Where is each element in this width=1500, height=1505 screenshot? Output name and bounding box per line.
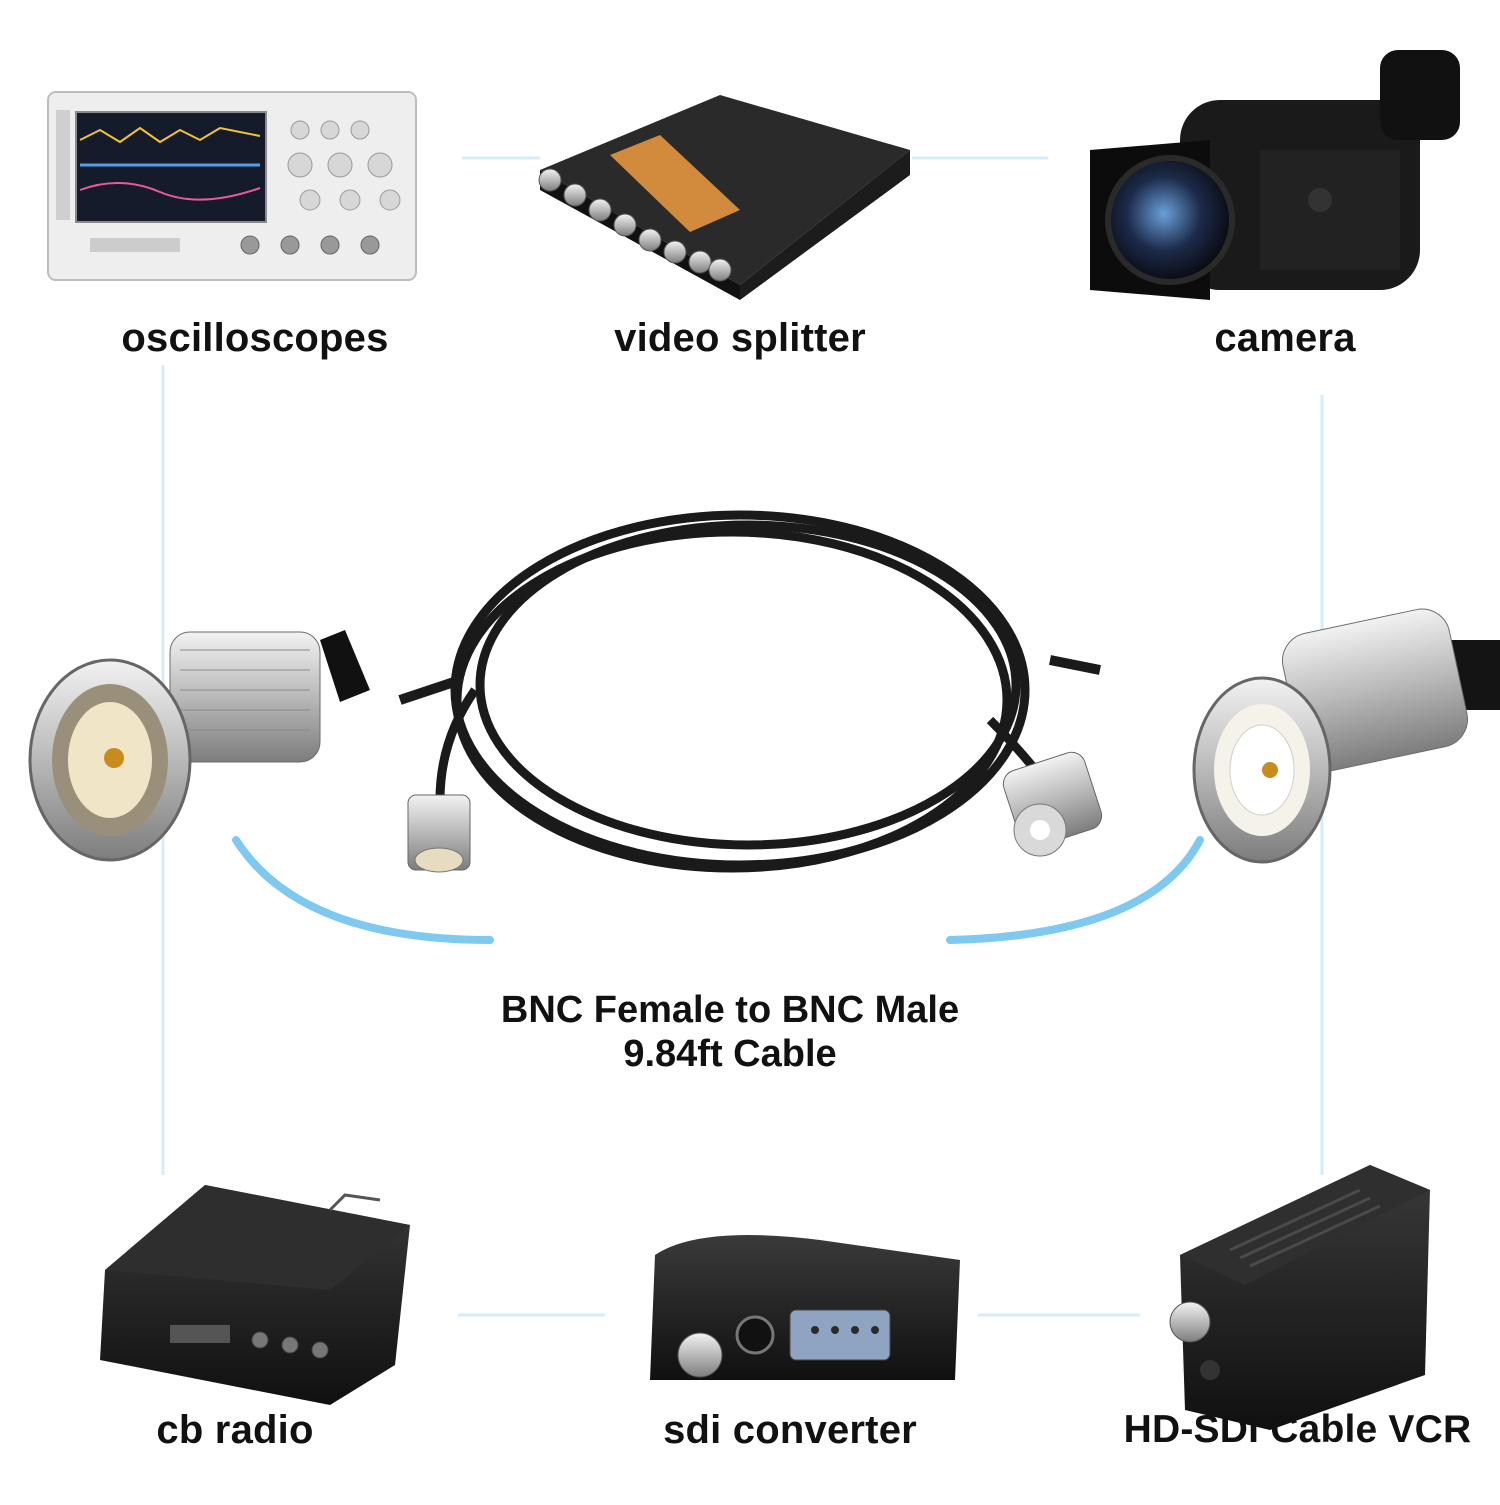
cb-radio-image — [100, 1185, 410, 1405]
right-arc — [946, 836, 1204, 944]
bnc-male-connector-image — [1192, 608, 1500, 864]
hd-sdi-vcr-label: HD-SDI Cable VCR — [1123, 1408, 1472, 1451]
camera-label: camera — [1214, 316, 1356, 360]
cable-male-end-image — [1002, 751, 1103, 857]
product-caption-line1: BNC Female to BNC Male — [500, 989, 960, 1031]
bnc-female-connector-image — [28, 630, 370, 862]
product-caption-line2: 9.84ft Cable — [623, 1033, 837, 1075]
bnc-cable-image — [398, 510, 1101, 873]
sdi-converter-label: sdi converter — [663, 1408, 917, 1452]
hd-sdi-vcr-image — [1169, 1165, 1430, 1430]
left-arc — [232, 836, 494, 944]
cable-female-end-image — [407, 794, 471, 873]
video-splitter-image — [538, 95, 910, 300]
cb-radio-label: cb radio — [156, 1408, 314, 1452]
video-splitter-label: video splitter — [614, 316, 866, 360]
sdi-converter-image — [650, 1235, 960, 1380]
oscilloscope-image — [47, 91, 417, 281]
oscilloscopes-label: oscilloscopes — [121, 316, 389, 360]
camera-image — [1090, 50, 1460, 300]
product-caption: BNC Female to BNC Male 9.84ft Cable — [450, 988, 1010, 1076]
